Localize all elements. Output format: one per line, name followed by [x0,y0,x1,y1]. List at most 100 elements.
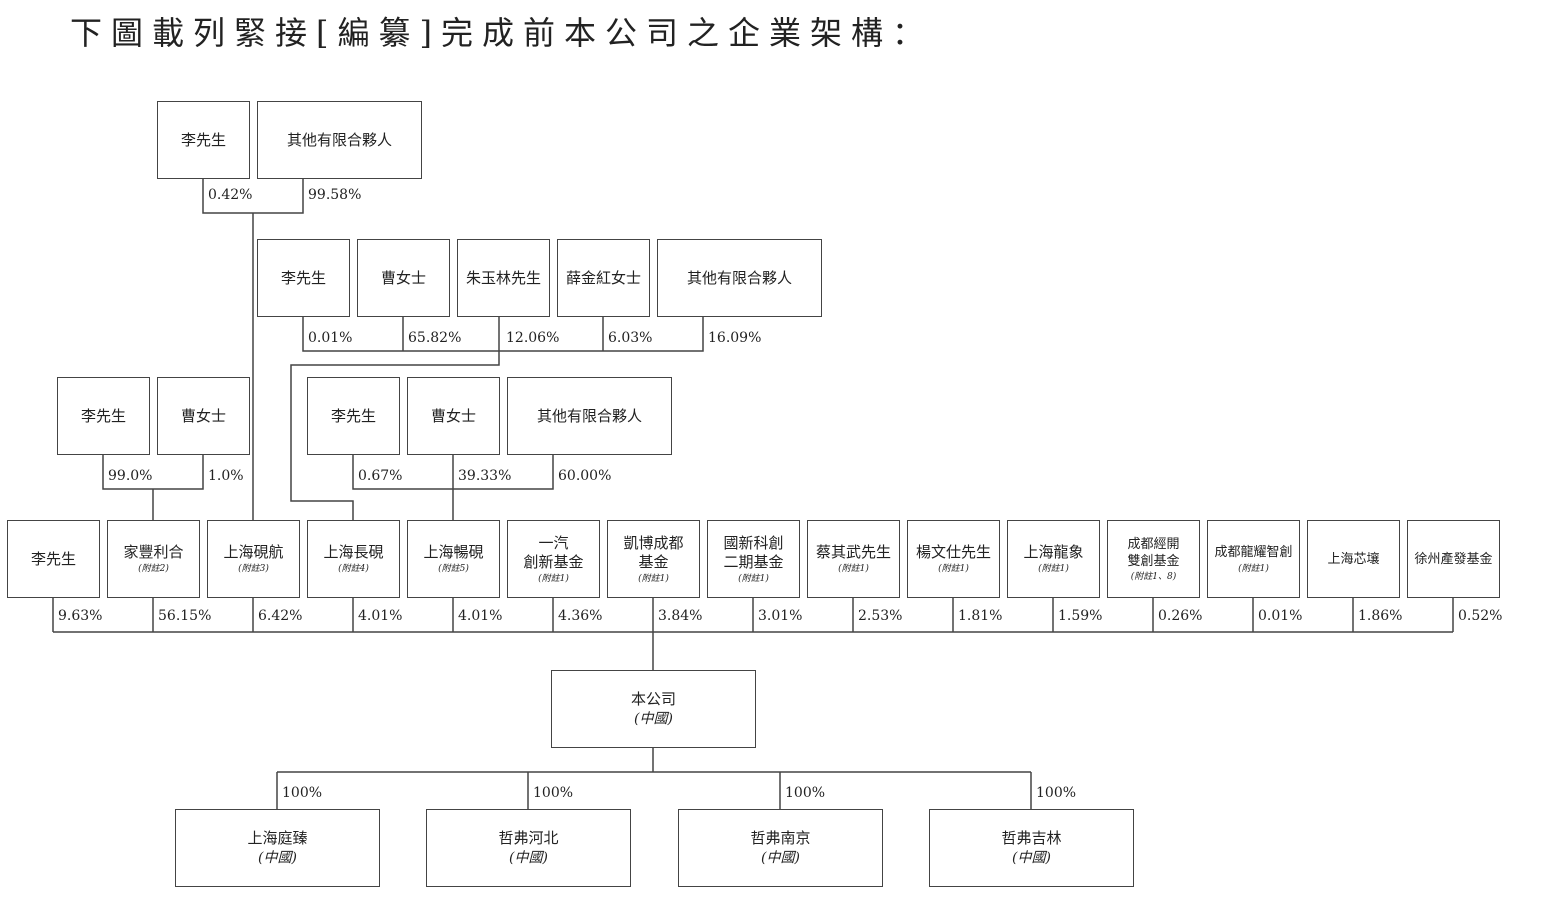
shareholder-name: 上海長硯 [323,543,384,561]
shareholder-box: 李先生 [7,520,100,598]
shareholder-note: (附註1) [738,573,769,584]
shareholder-note: (附註1) [638,573,669,584]
shareholder-pct: 1.81% [958,608,1003,624]
l2-li-pct: 0.01% [308,330,353,346]
shareholder-note: (附註1) [938,564,969,574]
shareholder-name: 成都龍耀智創 [1214,545,1293,560]
subsidiary-name: 哲弗河北 [498,828,559,847]
l2-other-box: 其他有限合夥人 [657,239,822,317]
l1-other-box: 其他有限合夥人 [257,101,422,179]
subsidiary-pct: 100% [785,785,826,801]
l3b-cao-name: 曹女士 [430,406,476,425]
l2-xue-pct: 6.03% [608,330,653,346]
l1-li-name: 李先生 [180,130,226,149]
shareholder-name: 徐州產發基金 [1414,551,1493,567]
shareholder-note: (附註1) [1038,564,1069,574]
shareholder-name: 李先生 [30,549,76,568]
subsidiary-sub: (中國) [1012,849,1051,866]
shareholder-pct: 0.26% [1158,608,1203,624]
shareholder-box: 成都龍耀智創 (附註1) [1207,520,1300,598]
shareholder-name: 上海龍象 [1023,543,1084,561]
l3b-other-name: 其他有限合夥人 [536,406,642,425]
subsidiary-sub: (中國) [258,849,297,866]
shareholder-pct: 0.01% [1258,608,1303,624]
shareholder-box: 楊文仕先生 (附註1) [907,520,1000,598]
shareholder-note: (附註1) [838,564,869,574]
shareholder-pct: 4.01% [358,608,403,624]
l2-zhu-box: 朱玉林先生 [457,239,550,317]
l2-cao-pct: 65.82% [408,330,462,346]
shareholder-note: (附註3) [238,564,269,574]
shareholder-box: 上海暢硯 (附註5) [407,520,500,598]
subsidiary-box: 上海庭臻 (中國) [175,809,380,887]
subsidiary-name: 上海庭臻 [247,828,308,847]
shareholder-box: 上海龍象 (附註1) [1007,520,1100,598]
shareholder-pct: 1.59% [1058,608,1103,624]
shareholder-box: 家豐利合 (附註2) [107,520,200,598]
shareholder-box: 徐州產發基金 [1407,520,1500,598]
shareholder-name: 上海暢硯 [423,543,484,561]
shareholder-box: 上海長硯 (附註4) [307,520,400,598]
l2-zhu-name: 朱玉林先生 [465,268,541,287]
shareholder-note: (附註5) [438,564,469,574]
l3a-li-name: 李先生 [80,406,126,425]
shareholder-pct: 3.01% [758,608,803,624]
l3b-other-pct: 60.00% [558,468,612,484]
shareholder-box: 凱博成都 基金 (附註1) [607,520,700,598]
shareholder-name: 家豐利合 [123,543,184,561]
l2-cao-box: 曹女士 [357,239,450,317]
l2-other-name: 其他有限合夥人 [686,268,792,287]
l2-xue-name: 薛金紅女士 [565,268,641,287]
l3a-li-box: 李先生 [57,377,150,455]
shareholder-box: 上海硯航 (附註3) [207,520,300,598]
l2-xue-box: 薛金紅女士 [557,239,650,317]
subsidiary-name: 哲弗南京 [750,828,811,847]
shareholder-name: 成都經開 雙創基金 [1127,536,1180,569]
l2-zhu-pct: 12.06% [506,330,560,346]
shareholder-pct: 4.36% [558,608,603,624]
shareholder-name: 上海硯航 [223,543,284,561]
l1-other-pct: 99.58% [308,187,362,203]
l3a-cao-pct: 1.0% [208,468,244,484]
shareholder-box: 蔡其武先生 (附註1) [807,520,900,598]
shareholder-name: 國新科創 二期基金 [723,533,784,571]
subsidiary-name: 哲弗吉林 [1001,828,1062,847]
shareholder-pct: 6.42% [258,608,303,624]
shareholder-note: (附註1、8) [1130,571,1177,582]
l3b-li-name: 李先生 [330,406,376,425]
shareholder-name: 一汽 創新基金 [523,533,584,571]
shareholder-box: 上海芯壤 [1307,520,1400,598]
l1-other-name: 其他有限合夥人 [286,130,392,149]
subsidiary-box: 哲弗吉林 (中國) [929,809,1134,887]
shareholder-name: 蔡其武先生 [815,543,891,561]
l2-cao-name: 曹女士 [380,268,426,287]
shareholder-box: 國新科創 二期基金 (附註1) [707,520,800,598]
shareholder-note: (附註1) [1238,564,1269,574]
shareholder-pct: 2.53% [858,608,903,624]
shareholder-pct: 0.52% [1458,608,1503,624]
shareholder-name: 楊文仕先生 [915,543,991,561]
l3b-li-pct: 0.67% [358,468,403,484]
shareholder-note: (附註4) [338,564,369,574]
shareholder-pct: 1.86% [1358,608,1403,624]
shareholder-box: 成都經開 雙創基金 (附註1、8) [1107,520,1200,598]
company-name: 本公司 [630,689,676,708]
company-box: 本公司 (中國) [551,670,756,748]
subsidiary-box: 哲弗南京 (中國) [678,809,883,887]
l3b-other-box: 其他有限合夥人 [507,377,672,455]
l1-li-pct: 0.42% [208,187,253,203]
shareholder-box: 一汽 創新基金 (附註1) [507,520,600,598]
shareholder-name: 上海芯壤 [1327,551,1380,567]
subsidiary-pct: 100% [1036,785,1077,801]
l1-li-box: 李先生 [157,101,250,179]
subsidiary-pct: 100% [533,785,574,801]
shareholder-note: (附註2) [138,564,169,574]
l2-li-box: 李先生 [257,239,350,317]
l2-li-name: 李先生 [280,268,326,287]
subsidiary-pct: 100% [282,785,323,801]
l3b-li-box: 李先生 [307,377,400,455]
shareholder-note: (附註1) [538,573,569,584]
l3a-cao-box: 曹女士 [157,377,250,455]
subsidiary-box: 哲弗河北 (中國) [426,809,631,887]
